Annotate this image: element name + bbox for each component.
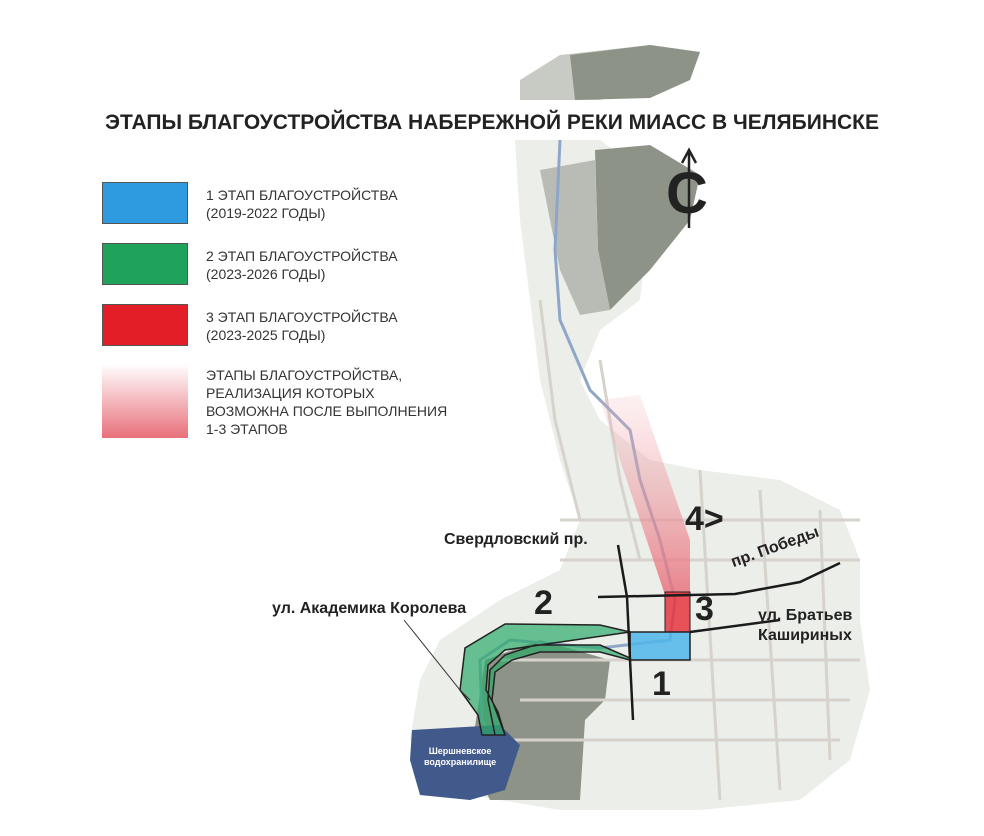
stage-3-number: 3 [695,590,714,628]
legend-text: (2023-2026 ГОДЫ) [206,266,326,282]
stage-4-number: 4> [685,500,724,538]
legend-text: 3 ЭТАП БЛАГОУСТРОЙСТВА [206,309,398,325]
north-arrow-icon [680,147,698,228]
legend-text: 2 ЭТАП БЛАГОУСТРОЙСТВА [206,248,398,264]
reservoir-label-line: Шершневское [428,746,492,756]
reservoir [410,725,520,800]
road-grid [430,299,860,801]
stage-1-zone [629,631,691,661]
legend-item-stage-1: 1 ЭТАП БЛАГОУСТРОЙСТВА (2019-2022 ГОДЫ) [206,186,398,222]
street-label-line: ул. Братьев [758,607,853,624]
street-label-koroleva: ул. Академика Королева [272,600,467,617]
stage-2-zone [459,623,631,736]
forest-north [570,45,700,100]
street-label-line: Кашириных [758,627,852,644]
stage-1-number: 1 [652,665,671,703]
stage-4-zone [600,395,690,595]
legend-item-stage-2: 2 ЭТАП БЛАГОУСТРОЙСТВА (2023-2026 ГОДЫ) [206,247,398,283]
legend-item-stage-3: 3 ЭТАП БЛАГОУСТРОЙСТВА (2023-2025 ГОДЫ) [206,308,398,344]
legend-text: (2023-2025 ГОДЫ) [206,327,326,343]
legend-item-stage-4: ЭТАПЫ БЛАГОУСТРОЙСТВА, РЕАЛИЗАЦИЯ КОТОРЫХ… [206,366,447,438]
koroleva-leader-line [403,619,471,701]
legend-text: ВОЗМОЖНА ПОСЛЕ ВЫПОЛНЕНИЯ [206,403,448,419]
legend-text: 1-3 ЭТАПОВ [206,421,288,437]
north-label: С [666,161,708,226]
legend-swatch-stage-4 [102,364,188,438]
legend-swatch-stage-1 [102,182,188,224]
page-title: ЭТАПЫ БЛАГОУСТРОЙСТВА НАБЕРЕЖНОЙ РЕКИ МИ… [105,111,879,134]
legend-swatch-stage-3 [102,304,188,346]
forest-central [595,145,700,310]
stage-2-number: 2 [534,584,553,622]
street-label-sverdlovsky: Свердловский пр. [444,531,588,548]
main-streets [597,544,841,721]
legend-text: РЕАЛИЗАЦИЯ КОТОРЫХ [206,385,375,401]
legend-text: ЭТАПЫ БЛАГОУСТРОЙСТВА, [206,367,403,383]
legend-swatch-stage-2 [102,243,188,285]
legend-text: 1 ЭТАП БЛАГОУСТРОЙСТВА [206,187,398,203]
stage-3-zone [664,591,691,633]
legend-text: (2019-2022 ГОДЫ) [206,205,326,221]
reservoir-label-line: водохранилище [424,757,497,767]
